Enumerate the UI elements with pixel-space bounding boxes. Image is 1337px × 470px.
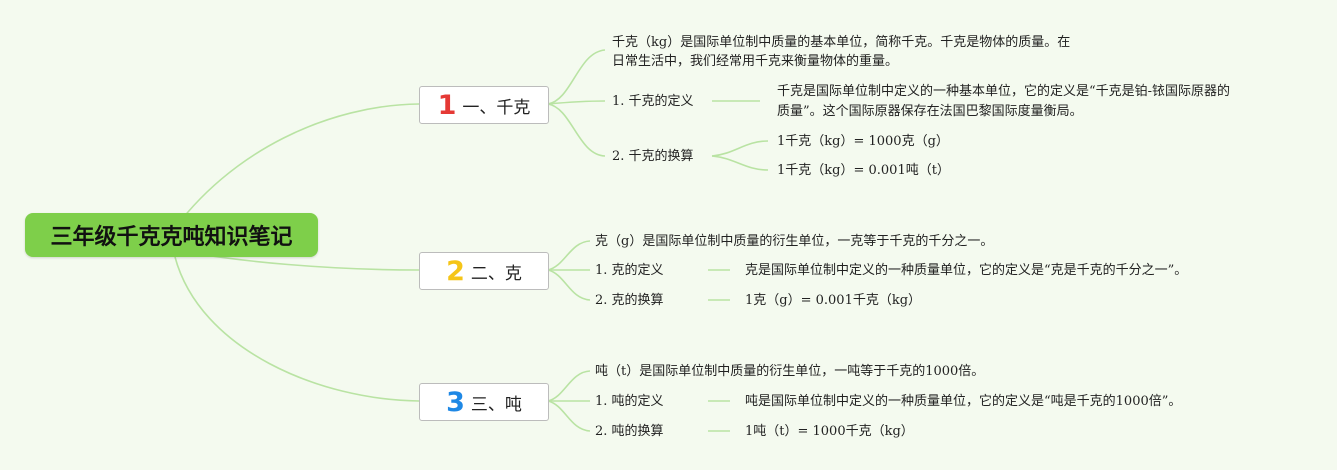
kilogram-definition-label: 1. 千克的定义 bbox=[612, 94, 694, 109]
root-topic[interactable]: 三年级千克克吨知识笔记 bbox=[25, 213, 318, 257]
branch-label: 一、千克 bbox=[462, 97, 531, 118]
root-to-branch-1 bbox=[169, 103, 420, 236]
branch-kilogram[interactable]: 1 一、千克 bbox=[419, 86, 549, 124]
gram-definition: 克是国际单位制中定义的一种质量单位，它的定义是“克是千克的千分之一”。 bbox=[745, 263, 1188, 278]
branch-label: 二、克 bbox=[470, 263, 522, 284]
ton-conversion-label: 2. 吨的换算 bbox=[595, 424, 664, 439]
kilogram-conversion-2: 1千克（kg）= 0.001吨（t） bbox=[777, 163, 950, 178]
ton-definition: 吨是国际单位制中定义的一种质量单位，它的定义是“吨是千克的1000倍”。 bbox=[745, 394, 1182, 409]
ton-definition-label: 1. 吨的定义 bbox=[595, 394, 664, 409]
b2-conv-link bbox=[547, 269, 591, 301]
gram-conversion-label: 2. 克的换算 bbox=[595, 293, 664, 308]
b1-intro-link bbox=[547, 49, 606, 105]
branch-label: 三、吨 bbox=[470, 394, 522, 415]
number-two-icon: 2 bbox=[446, 255, 465, 287]
kilogram-intro-line-1: 千克（kg）是国际单位制中质量的基本单位，简称千克。千克是物体的质量。在 bbox=[612, 35, 1071, 50]
root-to-branch-3 bbox=[174, 256, 420, 402]
gram-intro: 克（g）是国际单位制中质量的衍生单位，一克等于千克的千分之一。 bbox=[595, 234, 994, 249]
kilogram-conversion-label: 2. 千克的换算 bbox=[612, 149, 694, 164]
b1-conv-link bbox=[547, 103, 606, 157]
b1-def-link bbox=[547, 100, 606, 105]
b1-conv-leader-2 bbox=[711, 155, 769, 171]
ton-intro: 吨（t）是国际单位制中质量的衍生单位，一吨等于千克的1000倍。 bbox=[595, 364, 985, 379]
gram-definition-label: 1. 克的定义 bbox=[595, 263, 664, 278]
kilogram-definition-line-2: 质量”。这个国际原器保存在法国巴黎国际度量衡局。 bbox=[777, 104, 1083, 119]
b1-conv-leader-1 bbox=[711, 140, 769, 157]
kilogram-definition-line-1: 千克是国际单位制中定义的一种基本单位，它的定义是“千克是铂-铱国际原器的 bbox=[777, 84, 1231, 99]
kilogram-intro-line-2: 日常生活中，我们经常用千克来衡量物体的重量。 bbox=[612, 54, 899, 69]
b3-conv-link bbox=[547, 400, 591, 432]
b3-intro-link bbox=[547, 370, 591, 402]
b2-intro-link bbox=[547, 240, 591, 271]
root-title: 三年级千克克吨知识笔记 bbox=[50, 225, 293, 250]
gram-conversion: 1克（g）= 0.001千克（kg） bbox=[745, 293, 922, 308]
branch-ton[interactable]: 3 三、吨 bbox=[419, 383, 549, 421]
ton-conversion: 1吨（t）= 1000千克（kg） bbox=[745, 424, 914, 439]
kilogram-conversion-1: 1千克（kg）= 1000克（g） bbox=[777, 134, 949, 149]
number-one-icon: 1 bbox=[437, 89, 457, 121]
branch-gram[interactable]: 2 二、克 bbox=[419, 252, 549, 290]
number-three-icon: 3 bbox=[446, 386, 465, 418]
